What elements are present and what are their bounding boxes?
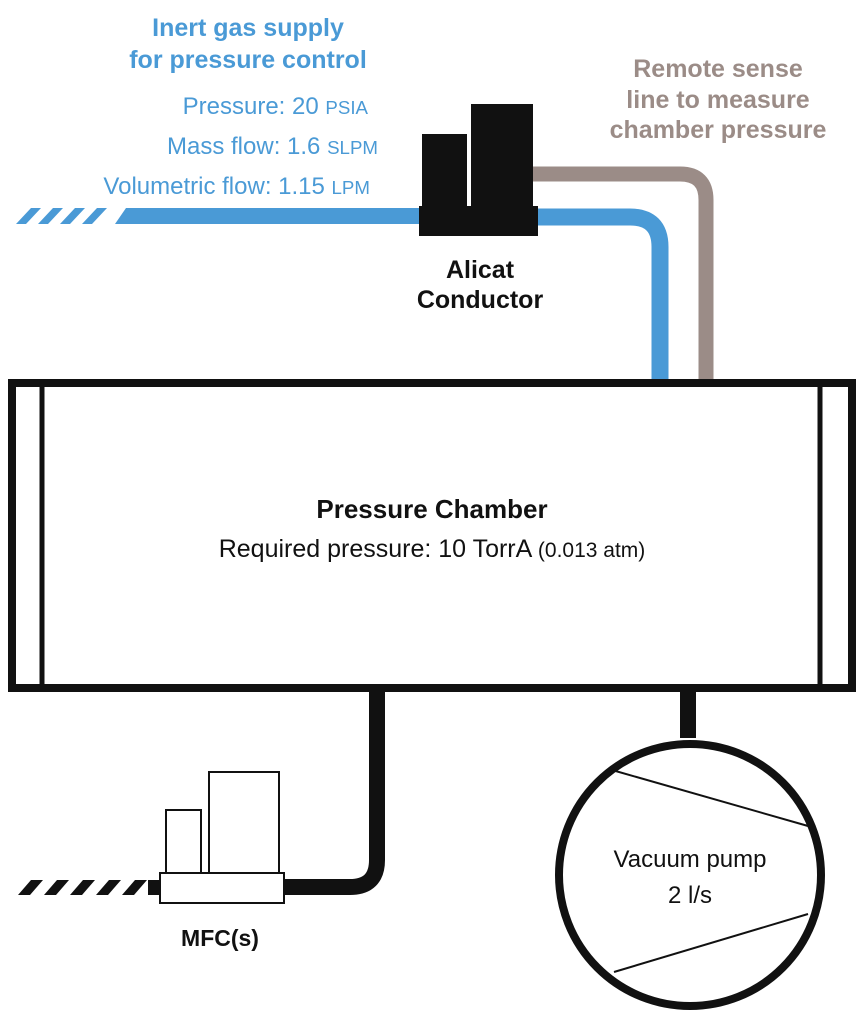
- mfc-dash-3: [70, 880, 95, 895]
- supply-dash-1: [16, 208, 41, 224]
- required-pressure-atm: (0.013 atm): [537, 539, 646, 562]
- alicat-base: [419, 206, 538, 236]
- supply-dash-3: [60, 208, 85, 224]
- alicat-label-line2: Conductor: [416, 286, 544, 314]
- mfc-dash-2: [44, 880, 69, 895]
- inert-gas-title-line1: Inert gas supply: [152, 14, 344, 42]
- mfc-body-right: [208, 771, 280, 881]
- mfc-gas-line: [18, 690, 385, 895]
- vol-flow-value: Volumetric flow: 1.15: [103, 173, 325, 200]
- chamber-outer: [8, 379, 856, 692]
- pressure-chamber: [8, 379, 856, 692]
- mass-flow-value: Mass flow: 1.6: [167, 133, 321, 160]
- supply-to-chamber-pipe: [530, 208, 669, 382]
- mfc-dash-5: [122, 880, 147, 895]
- inert-gas-volumetric-flow: Volumetric flow: 1.15 LPM: [103, 175, 370, 199]
- remote-sense-line1: Remote sense: [633, 55, 803, 83]
- mfc-dash-4: [96, 880, 121, 895]
- pump-vane-top: [611, 769, 809, 827]
- inert-gas-supply-line: [16, 208, 669, 382]
- mfc-label: MFC(s): [181, 925, 259, 951]
- alicat-conductor-device: [419, 104, 538, 236]
- alicat-label-line1: Alicat: [445, 256, 515, 284]
- chamber-required-pressure: Required pressure: 10 TorrA (0.013 atm): [60, 537, 804, 562]
- mass-flow-unit: SLPM: [327, 137, 378, 158]
- mfc-inlet-segment: [148, 880, 162, 895]
- inert-gas-pressure: Pressure: 20 PSIA: [183, 95, 368, 119]
- inert-gas-mass-flow: Mass flow: 1.6 SLPM: [167, 135, 378, 159]
- pump-connector-pipe: [680, 690, 696, 738]
- required-pressure-value: Required pressure: 10 TorrA: [218, 535, 531, 563]
- vacuum-pump-label: Vacuum pump: [613, 846, 767, 873]
- inert-gas-title-line2: for pressure control: [129, 46, 367, 74]
- mfc-body-left: [165, 809, 202, 881]
- remote-sense-line: [530, 166, 714, 382]
- vacuum-pump-rate: 2 l/s: [667, 882, 712, 909]
- pump-vane-bottom: [613, 913, 809, 973]
- mfc-dash-1: [18, 880, 43, 895]
- supply-dash-2: [38, 208, 63, 224]
- supply-dash-4: [82, 208, 107, 224]
- remote-sense-line2: line to measure: [626, 86, 810, 114]
- mfc-device: [159, 771, 285, 904]
- pressure-unit: PSIA: [325, 97, 368, 118]
- mfc-base: [159, 872, 285, 904]
- supply-solid-segment: [115, 208, 425, 224]
- vol-flow-unit: LPM: [331, 177, 370, 198]
- chamber-title: Pressure Chamber: [316, 494, 548, 524]
- vacuum-pump: [555, 690, 825, 1010]
- pressure-value: Pressure: 20: [182, 93, 319, 120]
- pump-circle: [555, 740, 825, 1010]
- remote-sense-line3: chamber pressure: [609, 116, 827, 144]
- mfc-to-chamber-pipe: [282, 690, 385, 895]
